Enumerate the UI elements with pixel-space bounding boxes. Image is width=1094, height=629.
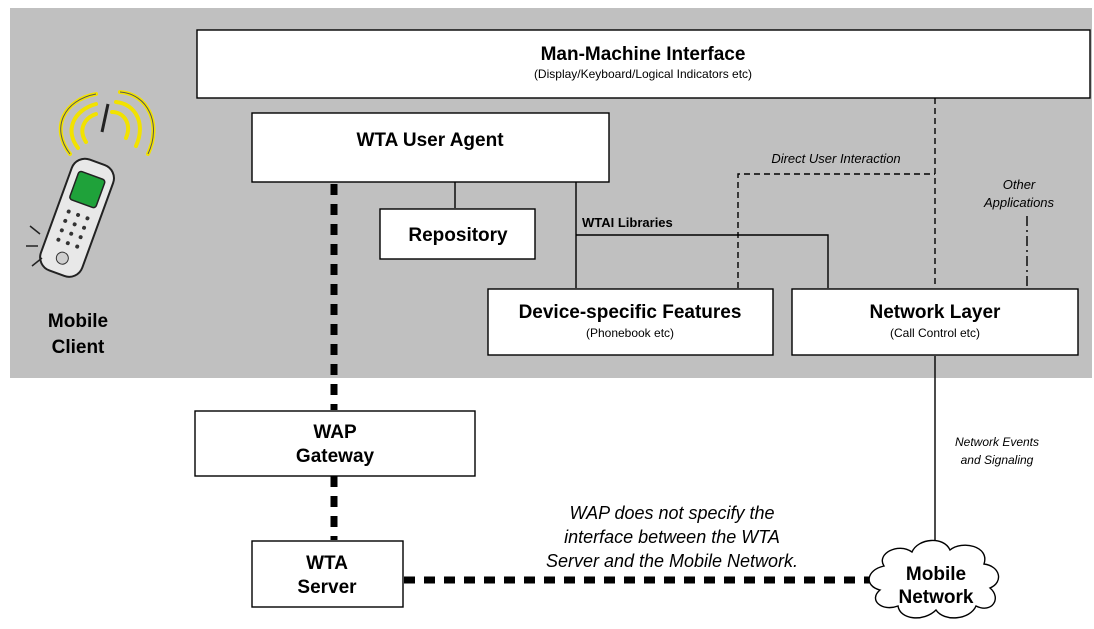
wap-note-line2: interface between the WTA bbox=[564, 527, 780, 547]
direct-user-interaction-label: Direct User Interaction bbox=[771, 151, 900, 166]
device-features-box: Device-specific Features (Phonebook etc) bbox=[487, 288, 774, 356]
network-layer-title: Network Layer bbox=[870, 302, 1002, 323]
device-features-subtitle: (Phonebook etc) bbox=[586, 326, 674, 340]
wtai-libraries-connector bbox=[576, 234, 829, 288]
mobile-client-line2: Client bbox=[52, 337, 105, 358]
mobile-network-line1: Mobile bbox=[906, 564, 966, 585]
wta-server-line2: Server bbox=[297, 577, 357, 598]
network-events-label-2: and Signaling bbox=[961, 453, 1034, 467]
mobile-client-line1: Mobile bbox=[48, 311, 108, 332]
mmi-title: Man-Machine Interface bbox=[541, 44, 746, 65]
wtai-libraries-label: WTAI Libraries bbox=[582, 215, 673, 230]
network-layer-box: Network Layer (Call Control etc) bbox=[791, 288, 1079, 356]
wap-note-line3: Server and the Mobile Network. bbox=[546, 551, 798, 571]
network-layer-subtitle: (Call Control etc) bbox=[890, 326, 980, 340]
mmi-subtitle: (Display/Keyboard/Logical Indicators etc… bbox=[534, 67, 752, 81]
wta-user-agent-box: WTA User Agent bbox=[251, 112, 610, 183]
network-events-label-1: Network Events bbox=[955, 435, 1039, 449]
wta-user-agent-title: WTA User Agent bbox=[356, 130, 504, 151]
other-applications-label-1: Other bbox=[1003, 177, 1036, 192]
mobile-network-line2: Network bbox=[899, 587, 974, 608]
wap-gateway-box: WAP Gateway bbox=[194, 410, 476, 477]
wap-gateway-line2: Gateway bbox=[296, 446, 375, 467]
wta-server-line1: WTA bbox=[306, 553, 348, 574]
wap-gateway-line1: WAP bbox=[313, 422, 357, 443]
other-applications-label-2: Applications bbox=[983, 195, 1055, 210]
wap-note-line1: WAP does not specify the bbox=[569, 503, 774, 523]
repository-title: Repository bbox=[408, 225, 508, 246]
man-machine-interface-box: Man-Machine Interface (Display/Keyboard/… bbox=[196, 29, 1091, 99]
repository-box: Repository bbox=[379, 208, 536, 260]
device-features-title: Device-specific Features bbox=[519, 302, 742, 323]
wta-server-box: WTA Server bbox=[251, 540, 404, 608]
direct-interaction-connector bbox=[737, 173, 935, 288]
mobile-network-cloud: Mobile Network bbox=[868, 539, 1000, 619]
mobile-phone-icon bbox=[26, 90, 156, 278]
